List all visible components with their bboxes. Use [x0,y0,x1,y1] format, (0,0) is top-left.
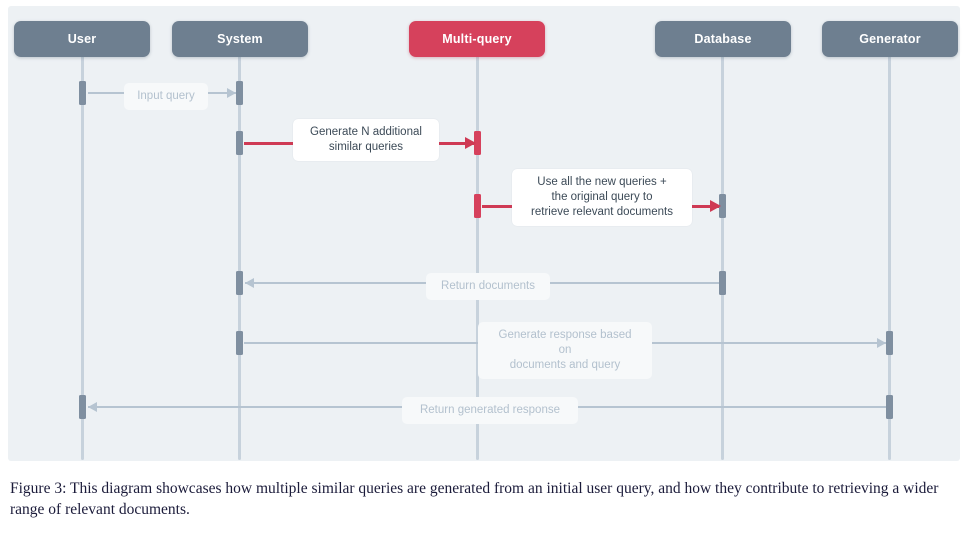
activation-generator-m6 [886,395,893,419]
activation-multi-query-m2 [474,131,481,155]
arrow-head-m3 [710,200,721,212]
activation-multi-query-m3 [474,194,481,218]
activation-system-m1 [236,81,243,105]
figure-caption: Figure 3: This diagram showcases how mul… [10,480,939,518]
activation-database-m3 [719,194,726,218]
participant-database[interactable]: Database [655,21,791,57]
participant-label-generator: Generator [859,32,921,46]
message-label-m1: Input query [124,83,208,110]
lifeline-user [81,54,84,460]
arrow-head-m5 [877,338,886,348]
participant-multi-query[interactable]: Multi-query [409,21,545,57]
lifeline-system [238,54,241,460]
activation-system-m4 [236,271,243,295]
message-label-m6: Return generated response [402,397,578,424]
activation-system-m5 [236,331,243,355]
lifeline-database [721,54,724,460]
activation-user-m6 [79,395,86,419]
participant-label-multi-query: Multi-query [442,32,512,46]
participant-label-system: System [217,32,263,46]
activation-system-m2 [236,131,243,155]
arrow-head-m2 [465,137,476,149]
message-label-m3: Use all the new queries + the original q… [512,169,692,226]
lifeline-multi-query [476,54,479,460]
activation-generator-m5 [886,331,893,355]
message-label-m5: Generate response based on documents and… [478,322,652,379]
participant-user[interactable]: User [14,21,150,57]
message-label-m4: Return documents [426,273,550,300]
arrow-head-m1 [227,88,236,98]
participant-label-database: Database [694,32,752,46]
sequence-diagram-panel: User System Multi-query Database Generat… [8,6,960,461]
participant-generator[interactable]: Generator [822,21,958,57]
message-label-m2: Generate N additional similar queries [293,119,439,161]
activation-database-m4 [719,271,726,295]
arrow-head-m6 [88,402,97,412]
participant-label-user: User [67,32,97,46]
lifeline-generator [888,54,891,460]
participant-system[interactable]: System [172,21,308,57]
arrow-head-m4 [245,278,254,288]
activation-user-m1 [79,81,86,105]
